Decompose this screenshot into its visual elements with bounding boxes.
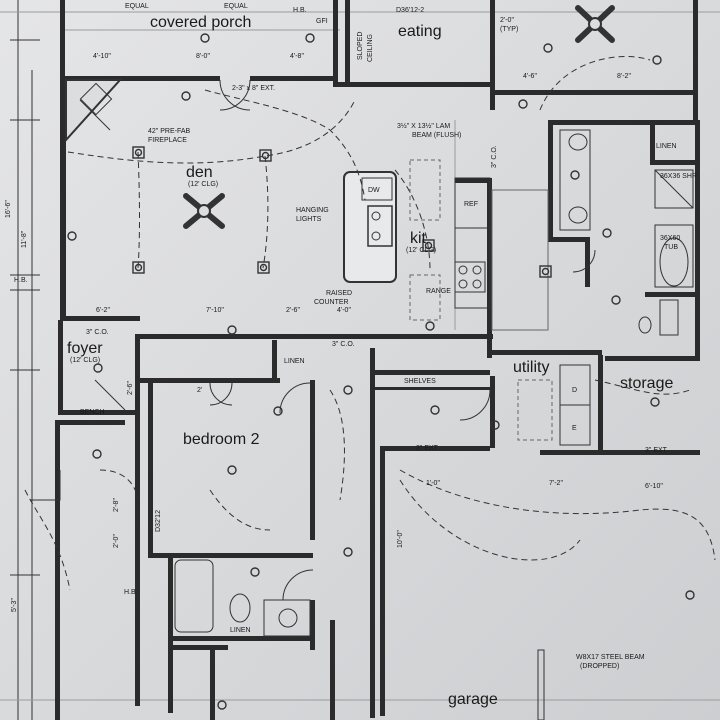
steel-beam-marker	[537, 649, 545, 720]
linen-label-hall: LINEN	[284, 358, 305, 365]
dim-2-6: 2'-6"	[286, 307, 300, 314]
steel-beam-1: W8X17 STEEL BEAM	[576, 654, 645, 661]
linen-label-bath: LINEN	[656, 143, 677, 150]
dim-6-2: 6'-2"	[96, 307, 110, 314]
ceiling-fan-den	[183, 193, 225, 229]
dim-16-6: 16'-6"	[5, 200, 12, 218]
raised-counter-1: RAISED	[326, 290, 352, 297]
ext-door-label: 2-3" x 8" EXT.	[232, 85, 275, 92]
hose-bib-bottom: H.B.	[124, 589, 138, 596]
shelves-label: SHELVES	[404, 378, 436, 385]
room-covered-porch: covered porch	[150, 14, 251, 31]
dishwasher-label: DW	[368, 187, 380, 194]
dim-4-0: 4'-0"	[337, 307, 351, 314]
equal-label-1: EQUAL	[125, 3, 149, 10]
room-foyer: foyer	[67, 340, 103, 357]
hose-bib-label: H.B.	[293, 7, 307, 14]
dim-1-0: 1'-0"	[426, 480, 440, 487]
fireplace-label-1: 42" PRE-FAB	[148, 128, 190, 135]
walls	[55, 0, 700, 720]
kitchen-island	[343, 171, 397, 283]
dim-8-2: 8'-2"	[617, 73, 631, 80]
dim-4-8: 4'-8"	[290, 53, 304, 60]
bath-fixtures	[174, 129, 694, 637]
dim-7-2: 7'-2"	[549, 480, 563, 487]
bench-label: BENCH	[80, 409, 105, 416]
light-fixtures	[67, 33, 695, 710]
co-label-kit: 3" C.O.	[491, 145, 498, 168]
dim-2-0: 2'-0"	[500, 17, 514, 24]
dim-2-0-left: 2'-0"	[113, 534, 120, 548]
kit-ceiling-note: (12' CLG)	[406, 247, 436, 254]
dim-4-6: 4'-6"	[523, 73, 537, 80]
door-spec-bedroom: D32'12	[155, 510, 162, 532]
beam-label-2: BEAM (FLUSH)	[412, 132, 461, 139]
den-ceiling-note: (12' CLG)	[188, 181, 218, 188]
co-label-foyer: 3" C.O.	[86, 329, 109, 336]
hanging-lights-2: LIGHTS	[296, 216, 322, 223]
ext-label-garage: 3" EXT.	[416, 445, 439, 452]
room-kit: kit	[410, 230, 427, 247]
dim-8-0: 8'-0"	[196, 53, 210, 60]
dim-7-10: 7'-10"	[206, 307, 224, 314]
fireplace	[65, 79, 123, 143]
hanging-lights-1: HANGING	[296, 207, 329, 214]
ceiling-fan-eating	[575, 5, 615, 43]
equal-label-2: EQUAL	[224, 3, 248, 10]
linen-label-bath2: LINEN	[230, 627, 251, 634]
dim-2-6-foyer: 2'-6"	[127, 381, 134, 395]
tub-label-2: TUB	[664, 244, 678, 251]
dim-11-8: 11'-8"	[21, 230, 28, 248]
sloped-ceiling-2: CEILING	[367, 34, 374, 62]
dim-10-0: 10'-0"	[397, 530, 404, 548]
steel-beam-2: (DROPPED)	[580, 663, 619, 670]
annotations: EQUAL EQUAL H.B. GFI D36'12-2 2'-0" (TYP…	[5, 3, 697, 670]
dim-4-10: 4'-10"	[93, 53, 111, 60]
left-dimension-lines	[10, 0, 40, 720]
raised-counter-2: COUNTER	[314, 299, 349, 306]
refrigerator-label: REF	[464, 201, 478, 208]
room-labels: covered porch eating den (12' CLG) kit (…	[67, 14, 673, 708]
room-utility: utility	[513, 359, 549, 376]
gfi-label: GFI	[316, 18, 328, 25]
hose-bib-left: H.B.	[14, 277, 28, 284]
sloped-ceiling-1: SLOPED	[357, 32, 364, 60]
shower-label: 36X36 SHR	[660, 173, 697, 180]
kitchen-counters	[409, 159, 549, 331]
two-foot-label: 2'	[197, 387, 202, 394]
utility-fixtures	[517, 364, 591, 446]
dim-2-8: 2'-8"	[113, 498, 120, 512]
washer-label: E	[572, 425, 577, 432]
foyer-ceiling-note: (12' CLG)	[70, 357, 100, 364]
room-eating: eating	[398, 23, 442, 40]
room-bedroom-2: bedroom 2	[183, 431, 260, 448]
room-storage: storage	[620, 375, 673, 392]
dryer-label: D	[572, 387, 577, 394]
ext-label-storage: 3" EXT.	[645, 447, 668, 454]
range-label: RANGE	[426, 288, 451, 295]
wiring-runs	[24, 56, 716, 591]
dim-5-3: 5'-3"	[11, 598, 18, 612]
fireplace-label-2: FIREPLACE	[148, 137, 187, 144]
co-label-mid: 3" C.O.	[332, 341, 355, 348]
tub-label-1: 36X60	[660, 235, 680, 242]
room-garage: garage	[448, 691, 498, 708]
dim-6-10: 6'-10"	[645, 483, 663, 490]
door-spec-eating: D36'12-2	[396, 7, 424, 14]
typ-label: (TYP)	[500, 26, 518, 33]
beam-label-1: 3½" X 13½" LAM	[397, 122, 450, 130]
room-den: den	[186, 164, 213, 181]
